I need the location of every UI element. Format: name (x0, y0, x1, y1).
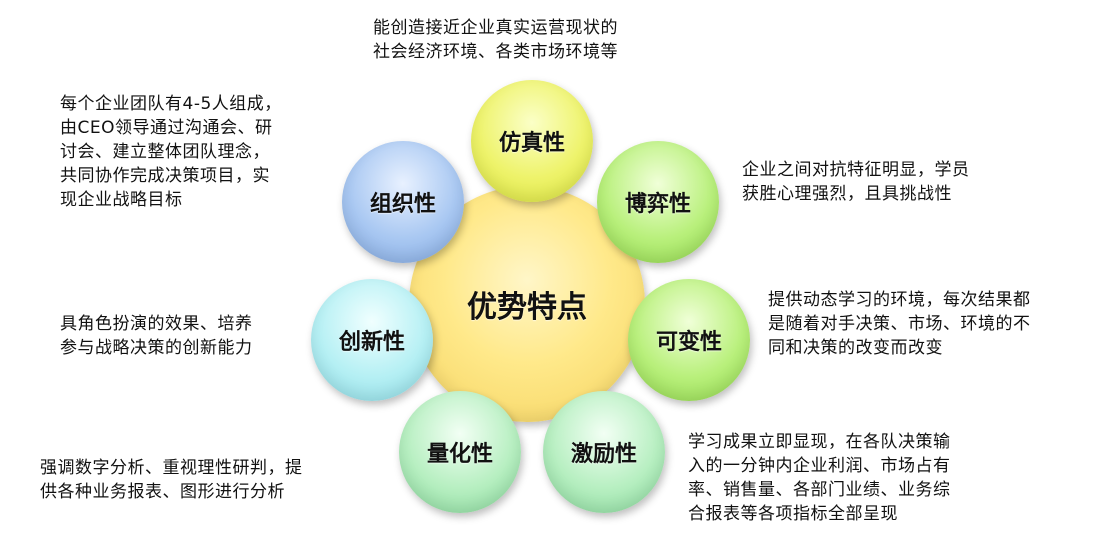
node-boyi-label: 博弈性 (624, 192, 691, 217)
node-boyi: 博弈性 (597, 141, 719, 263)
desc-fangzhen: 能创造接近企业真实运营现状的 社会经济环境、各类市场环境等 (373, 18, 618, 62)
node-lianghua: 量化性 (399, 391, 521, 513)
node-jili: 激励性 (543, 391, 665, 513)
desc-chuangxin: 具角色扮演的效果、培养 参与战略决策的创新能力 (60, 314, 253, 358)
node-zuzhi: 组织性 (342, 141, 464, 263)
node-chuangxin: 创新性 (311, 279, 433, 401)
node-kebian-label: 可变性 (655, 330, 722, 355)
desc-boyi: 企业之间对抗特征明显，学员 获胜心理强烈，且具挑战性 (742, 160, 970, 204)
desc-zuzhi: 每个企业团队有4-5人组成， 由CEO领导通过沟通会、研 讨会、建立整体团队理念… (60, 94, 282, 210)
node-jili-label: 激励性 (570, 442, 637, 467)
desc-jili: 学习成果立即显现，在各队决策输 入的一分钟内企业利润、市场占有 率、销售量、各部… (688, 432, 951, 524)
desc-lianghua: 强调数字分析、重视理性研判，提 供各种业务报表、图形进行分析 (40, 458, 303, 502)
center-label: 优势特点 (467, 290, 587, 325)
node-fangzhen-label: 仿真性 (498, 131, 565, 156)
node-zuzhi-label: 组织性 (369, 192, 436, 217)
node-kebian: 可变性 (628, 279, 750, 401)
desc-kebian: 提供动态学习的环境，每次结果都 是随着对手决策、市场、环境的不 同和决策的改变而… (768, 290, 1031, 358)
node-lianghua-label: 量化性 (426, 442, 493, 467)
node-fangzhen: 仿真性 (471, 80, 593, 202)
node-chuangxin-label: 创新性 (338, 330, 405, 355)
